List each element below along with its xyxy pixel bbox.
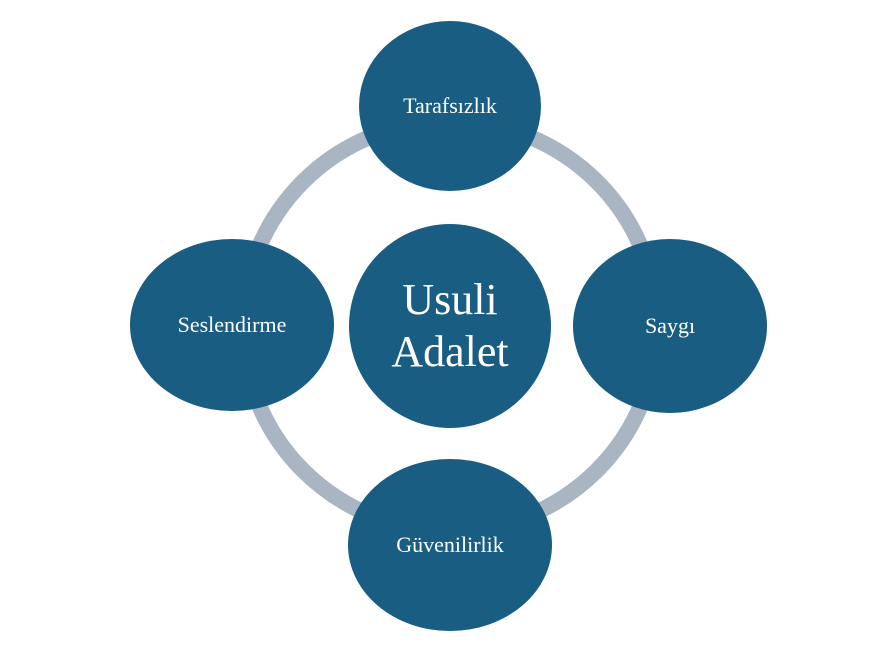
right-node-label: Saygı: [645, 313, 695, 338]
bottom-node-circle: [348, 459, 552, 631]
right-node: Saygı: [573, 239, 767, 413]
right-node-circle: [573, 239, 767, 413]
left-node: Seslendirme: [130, 239, 334, 411]
bottom-node: Güvenilirlik: [348, 459, 552, 631]
top-node-label: Tarafsızlık: [403, 93, 497, 118]
top-node-circle: [359, 21, 541, 191]
center-node-label-line2: Adalet: [391, 327, 508, 376]
center-node-circle: [349, 224, 551, 428]
center-node-label-line1: Usuli: [402, 275, 497, 324]
left-node-label: Seslendirme: [178, 312, 287, 337]
top-node: Tarafsızlık: [359, 21, 541, 191]
left-node-circle: [130, 239, 334, 411]
center-node: Usuli Adalet: [349, 224, 551, 428]
bottom-node-label: Güvenilirlik: [396, 532, 504, 557]
